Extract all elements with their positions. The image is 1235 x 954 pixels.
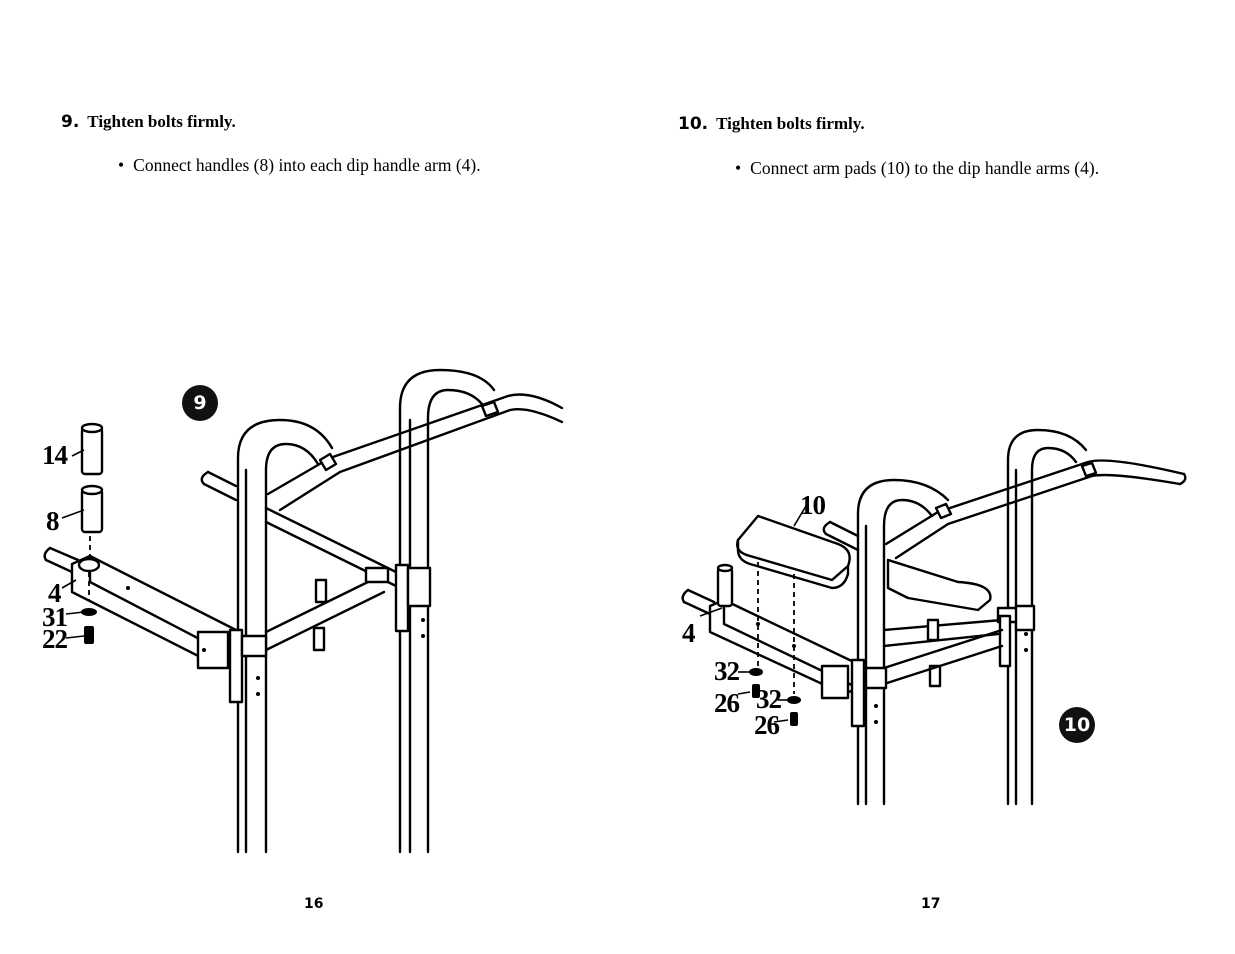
assembly-diagram: 10 4 32 26 32 26 — [681, 428, 1187, 806]
step-badge: 10 — [1059, 707, 1095, 743]
dip-arm-back — [822, 520, 1036, 688]
step-heading: 10. Tighten bolts firmly. — [678, 114, 865, 134]
page-right: 10. Tighten bolts firmly. • Connect arm … — [618, 0, 1235, 954]
front-upright — [856, 478, 950, 806]
step-number: 9. — [61, 112, 80, 132]
instruction-bullet: • Connect arm pads (10) to the dip handl… — [735, 158, 1099, 179]
step-title: Tighten bolts firmly. — [716, 114, 865, 133]
front-upright — [236, 418, 334, 854]
page-number: 17 — [921, 896, 941, 912]
instruction-bullet: • Connect handles (8) into each dip hand… — [118, 155, 481, 176]
callout-label: 26 — [714, 688, 740, 718]
callout-label: 32 — [756, 684, 782, 714]
dip-bar-top — [266, 393, 564, 512]
callout-label: 31 — [42, 602, 68, 632]
dip-handle-arm — [43, 546, 425, 704]
instruction-text: Connect arm pads (10) to the dip handle … — [750, 158, 1100, 178]
dip-bar-top — [884, 459, 1187, 560]
instruction-text: Connect handles (8) into each dip handle… — [133, 155, 481, 175]
rear-upright — [398, 368, 496, 854]
callout-label: 26 — [754, 710, 780, 740]
callout-label: 4 — [48, 578, 61, 608]
rear-upright — [1006, 428, 1088, 806]
cross-bar — [882, 628, 1004, 686]
callout-label: 10 — [800, 490, 826, 520]
step-badge: 9 — [182, 385, 218, 421]
page-number: 16 — [304, 896, 324, 912]
bullet-symbol: • — [735, 158, 742, 178]
bullet-symbol: • — [118, 155, 125, 175]
cross-bar — [264, 563, 432, 652]
callout-label: 32 — [714, 656, 740, 686]
callout-label: 22 — [42, 624, 68, 654]
callout-label: 8 — [46, 506, 59, 536]
callout-label: 4 — [682, 618, 695, 648]
callout-label: 14 — [42, 440, 68, 470]
step-heading: 9. Tighten bolts firmly. — [61, 112, 236, 132]
page-left: 9. Tighten bolts firmly. • Connect handl… — [0, 0, 617, 954]
step-number: 10. — [678, 114, 709, 134]
assembly-diagram: 14 8 4 31 22 — [42, 368, 564, 854]
handle-parts — [80, 422, 104, 644]
dip-handle-arm — [681, 514, 1028, 728]
step-title: Tighten bolts firmly. — [87, 112, 236, 131]
